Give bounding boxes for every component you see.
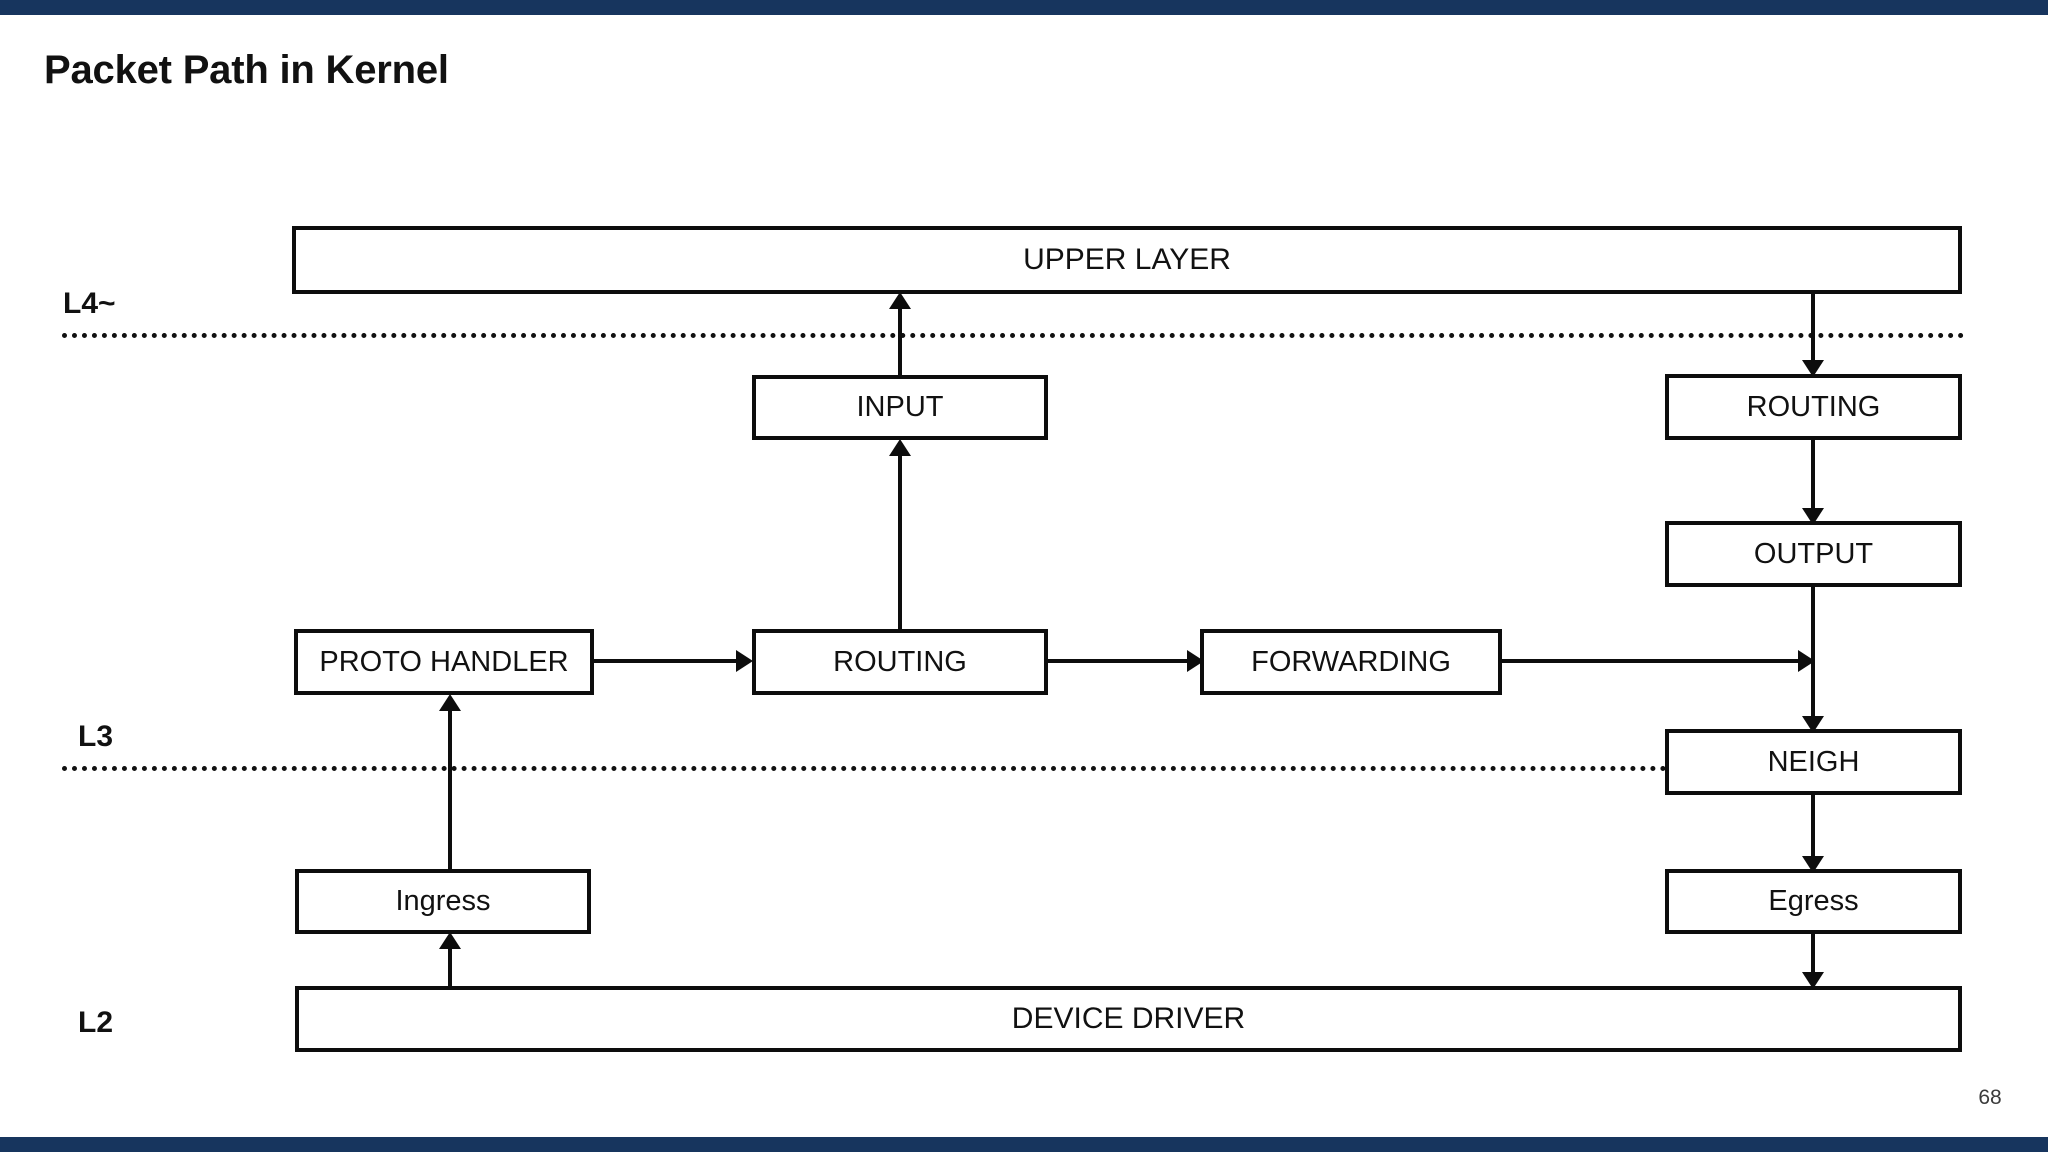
layer-separator-l3: [62, 766, 1667, 771]
node-device-driver-label: DEVICE DRIVER: [1011, 1002, 1246, 1035]
edge-output-to-neigh-arrowhead: [1802, 716, 1824, 733]
layer-label-l3: L3: [78, 720, 114, 753]
edge-input-to-upper-layer-arrowhead: [889, 292, 911, 309]
node-routing-ingress[interactable]: ROUTING: [752, 629, 1048, 695]
node-routing-ingress-label: ROUTING: [833, 645, 967, 678]
node-routing-egress-label: ROUTING: [1746, 390, 1881, 423]
edge-routing-to-input-arrowhead: [889, 439, 911, 456]
edge-neigh-to-egress-line: [1811, 795, 1815, 859]
edge-routing-to-forwarding-arrowhead: [1187, 650, 1204, 672]
node-neigh-label: NEIGH: [1767, 745, 1860, 778]
slide-bottom-accent-bar: [0, 1137, 2048, 1152]
node-upper-layer[interactable]: UPPER LAYER: [292, 226, 1962, 294]
edge-ingress-to-proto-handler-line: [448, 705, 452, 872]
edge-neigh-to-egress-arrowhead: [1802, 856, 1824, 873]
edge-routing-out-to-output-arrowhead: [1802, 508, 1824, 525]
node-forwarding[interactable]: FORWARDING: [1200, 629, 1502, 695]
page-number: 68: [1978, 1086, 2002, 1109]
edge-input-to-upper-layer-line: [898, 303, 902, 376]
node-input-label: INPUT: [856, 391, 944, 423]
node-ingress-label: Ingress: [395, 885, 491, 917]
edge-upper-layer-to-routing-out-line: [1811, 293, 1815, 363]
node-proto-handler-label: PROTO HANDLER: [319, 645, 569, 678]
edge-egress-to-device-driver-arrowhead: [1802, 972, 1824, 989]
layer-separator-l4: [62, 333, 1965, 338]
node-egress-label: Egress: [1768, 885, 1859, 917]
edge-forwarding-to-neigh-line: [1502, 659, 1802, 663]
edge-device-driver-to-ingress-arrowhead: [439, 932, 461, 949]
node-egress[interactable]: Egress: [1665, 869, 1962, 934]
edge-upper-layer-to-routing-out-arrowhead: [1802, 360, 1824, 377]
page-title: Packet Path in Kernel: [44, 48, 449, 92]
slide-top-accent-bar: [0, 0, 2048, 15]
node-upper-layer-label: UPPER LAYER: [1023, 243, 1231, 276]
edge-device-driver-to-ingress-line: [448, 942, 452, 988]
node-forwarding-label: FORWARDING: [1251, 645, 1451, 678]
edge-forwarding-to-neigh-arrowhead: [1798, 650, 1815, 672]
layer-label-l4: L4~: [63, 287, 116, 320]
edge-routing-to-forwarding-line: [1047, 659, 1189, 663]
node-ingress[interactable]: Ingress: [295, 869, 591, 934]
edge-routing-to-input-line: [898, 450, 902, 630]
node-proto-handler[interactable]: PROTO HANDLER: [294, 629, 594, 695]
node-input[interactable]: INPUT: [752, 375, 1048, 440]
node-output-label: OUTPUT: [1753, 537, 1874, 570]
edge-routing-out-to-output-line: [1811, 440, 1815, 512]
edge-proto-handler-to-routing-arrowhead: [736, 650, 753, 672]
edge-proto-handler-to-routing-line: [594, 659, 738, 663]
node-neigh[interactable]: NEIGH: [1665, 729, 1962, 795]
node-routing-egress[interactable]: ROUTING: [1665, 374, 1962, 440]
layer-label-l2: L2: [78, 1006, 114, 1039]
edge-output-to-neigh-line: [1811, 587, 1815, 721]
edge-egress-to-device-driver-line: [1811, 932, 1815, 976]
node-device-driver[interactable]: DEVICE DRIVER: [295, 986, 1962, 1052]
edge-ingress-to-proto-handler-arrowhead: [439, 694, 461, 711]
node-output[interactable]: OUTPUT: [1665, 521, 1962, 587]
